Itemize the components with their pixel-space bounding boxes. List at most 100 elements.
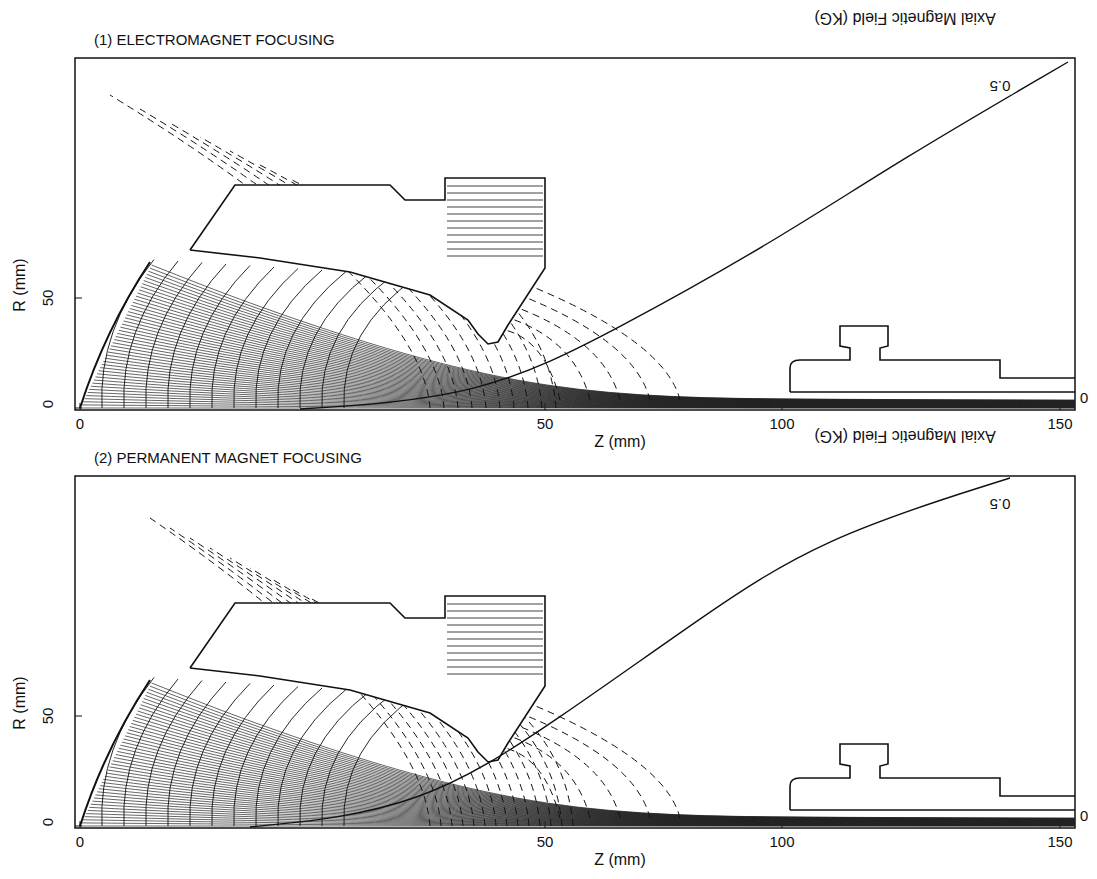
tick-label: 100 <box>767 834 796 851</box>
tick-label: 50 <box>535 416 556 433</box>
beam-trajectory <box>83 820 1075 826</box>
tick-label: 50 <box>535 834 556 851</box>
beam-trajectory <box>92 801 1075 825</box>
electrode-hatching <box>447 618 543 619</box>
magnetic-field-curve <box>300 62 1068 409</box>
equipotential-line <box>256 270 322 408</box>
equipotential-line <box>212 685 274 826</box>
beam-trajectory <box>127 733 1075 821</box>
panel-title: (2) PERMANENT MAGNET FOCUSING <box>92 450 364 467</box>
equipotential-line <box>300 691 370 826</box>
beam-trajectory <box>131 723 1075 820</box>
electrode-hatching <box>447 235 543 236</box>
panel-title: (1) ELECTROMAGNET FOCUSING <box>92 32 337 49</box>
beam-trajectory <box>136 714 1075 820</box>
beam-trajectory <box>127 315 1075 403</box>
beam-trajectory <box>116 755 1075 823</box>
axis-title: Z (mm) <box>592 851 648 869</box>
tick-label: 0 <box>40 816 57 828</box>
axis-title: Axial Magnetic Field (KG) <box>812 9 997 27</box>
electrode-hatching <box>447 604 543 605</box>
cathode-surface <box>80 680 150 826</box>
beam-trajectory <box>136 296 1075 402</box>
tick-label: 0.5 <box>988 78 1013 95</box>
electrode-hatching <box>447 639 543 640</box>
tick-mark <box>75 298 82 299</box>
beam-trajectory <box>97 792 1075 824</box>
equipotential-line <box>344 276 418 408</box>
plot-panel <box>75 58 1075 410</box>
electrode-hatching <box>447 242 543 243</box>
axis-title: R (mm) <box>11 256 29 313</box>
beam-trajectory <box>83 402 1075 408</box>
electrode-hatching <box>447 186 543 187</box>
beam-trajectory <box>116 337 1075 405</box>
electrode-hatching <box>447 653 543 654</box>
magnetic-field-curve <box>250 478 1010 827</box>
equipotential-dashed <box>521 282 680 400</box>
tick-label: 100 <box>767 416 796 433</box>
equipotential-line <box>124 679 178 826</box>
tick-label: 150 <box>1045 834 1074 851</box>
axis-title: R (mm) <box>11 674 29 731</box>
equipotential-line <box>168 264 226 408</box>
beam-trajectory <box>82 405 1075 408</box>
beam-trajectory <box>148 271 1075 400</box>
focus-electrode <box>190 178 545 344</box>
plot-panel <box>75 476 1075 828</box>
tick-label: 50 <box>40 288 57 309</box>
electrode-hatching <box>447 200 543 201</box>
beam-trajectory <box>152 265 1076 400</box>
electrode-hatching <box>447 214 543 215</box>
tick-label: 0 <box>1078 808 1090 825</box>
electrode-hatching <box>447 667 543 668</box>
equipotential-line <box>234 269 298 409</box>
equipotential-dashed <box>509 736 590 818</box>
beam-trajectory <box>106 773 1075 823</box>
equipotential-line <box>344 694 418 826</box>
beam-trajectory <box>131 305 1075 402</box>
beam-trajectory <box>141 287 1075 402</box>
tick-label: 150 <box>1045 416 1074 433</box>
electrode-hatching <box>447 611 543 612</box>
plot-frame <box>75 476 1075 828</box>
beam-trajectory <box>80 408 1075 409</box>
equipotential-line <box>212 267 274 408</box>
tick-mark <box>75 716 82 717</box>
beam-trajectory <box>152 683 1076 818</box>
beam-trajectory <box>80 826 1075 827</box>
beam-trajectory <box>82 823 1075 826</box>
beam-trajectory <box>86 396 1075 408</box>
electrode-hatching <box>447 660 543 661</box>
beam-trajectory <box>139 708 1075 820</box>
tick-label: 0 <box>74 416 86 433</box>
tick-label: 0 <box>1078 390 1090 407</box>
electrode-hatching <box>447 221 543 222</box>
equipotential-line <box>146 681 202 827</box>
electrode-hatching <box>447 256 543 257</box>
beam-trajectory <box>97 374 1075 406</box>
electrode-hatching <box>447 193 543 194</box>
equipotential-line <box>256 688 322 826</box>
electrode-hatching <box>447 249 543 250</box>
beam-trajectory <box>92 383 1075 407</box>
anode-electrode <box>790 326 1075 392</box>
electrode-hatching <box>447 207 543 208</box>
anode-electrode <box>790 744 1075 810</box>
beam-trajectory <box>106 355 1075 405</box>
beam-trajectory <box>86 814 1075 826</box>
electrode-hatching <box>447 632 543 633</box>
electrode-hatching <box>447 674 543 675</box>
equipotential-line <box>190 684 250 827</box>
tick-label: 0 <box>74 834 86 851</box>
tick-label: 50 <box>40 706 57 727</box>
equipotential-line <box>124 261 178 408</box>
plot-frame <box>75 58 1075 410</box>
equipotential-dashed <box>509 318 590 400</box>
equipotential-dashed <box>521 700 680 818</box>
beam-trajectory <box>141 705 1075 820</box>
tick-label: 0.5 <box>988 496 1013 513</box>
electrode-hatching <box>447 646 543 647</box>
tick-label: 0 <box>40 398 57 410</box>
axis-title: Axial Magnetic Field (KG) <box>812 427 997 445</box>
